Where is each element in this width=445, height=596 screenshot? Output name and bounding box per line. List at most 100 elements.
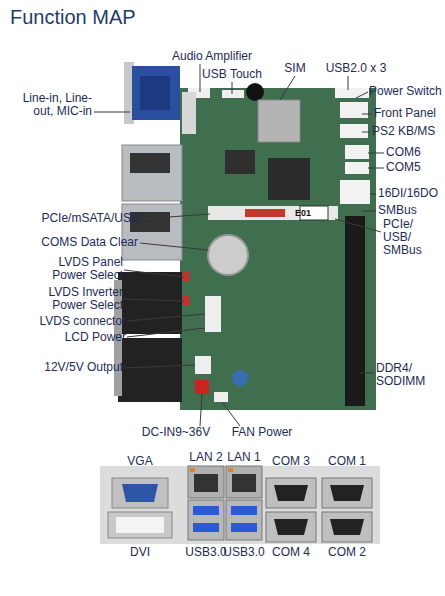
- com-port: [266, 512, 316, 542]
- chip: [225, 150, 255, 174]
- board: [180, 83, 376, 410]
- port-hole: [130, 153, 170, 173]
- capacitor: [232, 370, 248, 386]
- leader-line: [140, 243, 208, 250]
- leader-line: [124, 365, 195, 368]
- com-port: [330, 519, 364, 535]
- usb-port: [193, 523, 219, 532]
- usb-port: [193, 506, 219, 515]
- leader-line: [280, 76, 295, 100]
- io-panel: [100, 466, 380, 544]
- header: [222, 90, 244, 98]
- part-label: COM 1: [317, 455, 377, 468]
- audio-jacks: [182, 92, 196, 134]
- vga-port: [112, 478, 168, 508]
- part-label: FAN Power: [222, 426, 302, 439]
- vga-port: [132, 66, 180, 120]
- usb-port: [231, 523, 257, 532]
- lan-usb-stack: [122, 145, 182, 201]
- leader-line: [127, 328, 205, 337]
- part-label: VGA: [110, 455, 170, 468]
- part-label: COMS Data Clear: [18, 236, 138, 249]
- part-label: LVDS connector: [16, 315, 126, 328]
- sodimm-slot: [345, 216, 365, 406]
- part-label: E01: [290, 207, 316, 220]
- part-label: 16DI/16DO: [378, 187, 443, 200]
- part-label: Audio Amplifier: [157, 50, 267, 63]
- com-port: [322, 478, 372, 508]
- part-label: COM 2: [317, 546, 377, 559]
- fan-connector: [214, 392, 228, 402]
- com-stack: [118, 272, 182, 334]
- usb-port: [188, 500, 224, 540]
- sim-holder: [258, 100, 300, 142]
- vga-port: [122, 484, 158, 502]
- usb-port: [226, 500, 262, 540]
- leader-line: [124, 299, 184, 301]
- header: [345, 145, 369, 159]
- dvi-port: [108, 512, 172, 538]
- part-label: COM 3: [261, 455, 321, 468]
- buzzer: [246, 83, 264, 101]
- dvi-port: [116, 517, 164, 533]
- leader-line: [335, 219, 381, 232]
- part-label: PS2 KB/MS: [372, 125, 442, 138]
- leader-line: [362, 132, 370, 133]
- part-label: COM6: [386, 146, 436, 159]
- msata-slot: [208, 206, 338, 220]
- part-label: USB3.0: [214, 546, 274, 559]
- part-label: COM5: [386, 161, 436, 174]
- part-label: 12V/5V Output: [23, 361, 123, 374]
- com-port: [330, 485, 364, 501]
- part-label: Power Switch: [369, 85, 444, 98]
- leader-line: [348, 76, 349, 90]
- lan-port: [188, 466, 224, 498]
- leader-line: [124, 270, 184, 277]
- part-label: DC-IN9~36V: [131, 426, 221, 439]
- dc-in-connector: [195, 380, 209, 394]
- part-label: LVDS Panel Power Select: [43, 256, 123, 282]
- chip: [268, 158, 310, 200]
- header: [335, 88, 369, 98]
- part-label: USB Touch: [192, 68, 272, 81]
- leader-line: [368, 153, 384, 154]
- leader-line: [127, 314, 205, 321]
- part-label: LVDS Inverter Power Select: [43, 286, 123, 312]
- part-label: DDR4/ SODIMM: [376, 362, 436, 388]
- part-label: DVI: [110, 546, 170, 559]
- leader-line: [141, 214, 210, 219]
- com-port: [266, 478, 316, 508]
- part-label: LAN 2: [176, 451, 236, 464]
- pcb: [180, 88, 376, 410]
- lan-port: [194, 474, 218, 492]
- battery: [208, 235, 248, 275]
- part-label: SMBus: [378, 204, 438, 217]
- panel-background: [100, 466, 380, 544]
- leader-line: [356, 92, 368, 98]
- part-label: LCD Power: [46, 331, 126, 344]
- com-stack: [118, 338, 182, 402]
- part-label: Line-in, Line-out, MIC-in: [22, 92, 92, 118]
- title: Function MAP: [10, 6, 136, 29]
- header: [340, 102, 368, 118]
- com-port: [274, 519, 308, 535]
- lvds-connector: [205, 296, 221, 332]
- com-port: [322, 512, 372, 542]
- led: [190, 468, 195, 472]
- leader-line: [368, 168, 384, 169]
- lan-port: [226, 466, 262, 498]
- part-label: Front Panel: [374, 107, 444, 120]
- power-header: [195, 356, 211, 374]
- leader-line: [94, 112, 130, 113]
- vga-port: [140, 76, 170, 110]
- leader-line: [232, 82, 233, 94]
- slot-marking: [245, 209, 285, 217]
- part-label: PCIe/ USB/ SMBus: [383, 218, 428, 257]
- leader-line: [222, 402, 240, 426]
- leader-line: [362, 211, 376, 212]
- part-label: SIM: [275, 62, 315, 75]
- part-label: LAN 1: [214, 451, 274, 464]
- part-label: USB2.0 x 3: [316, 62, 396, 75]
